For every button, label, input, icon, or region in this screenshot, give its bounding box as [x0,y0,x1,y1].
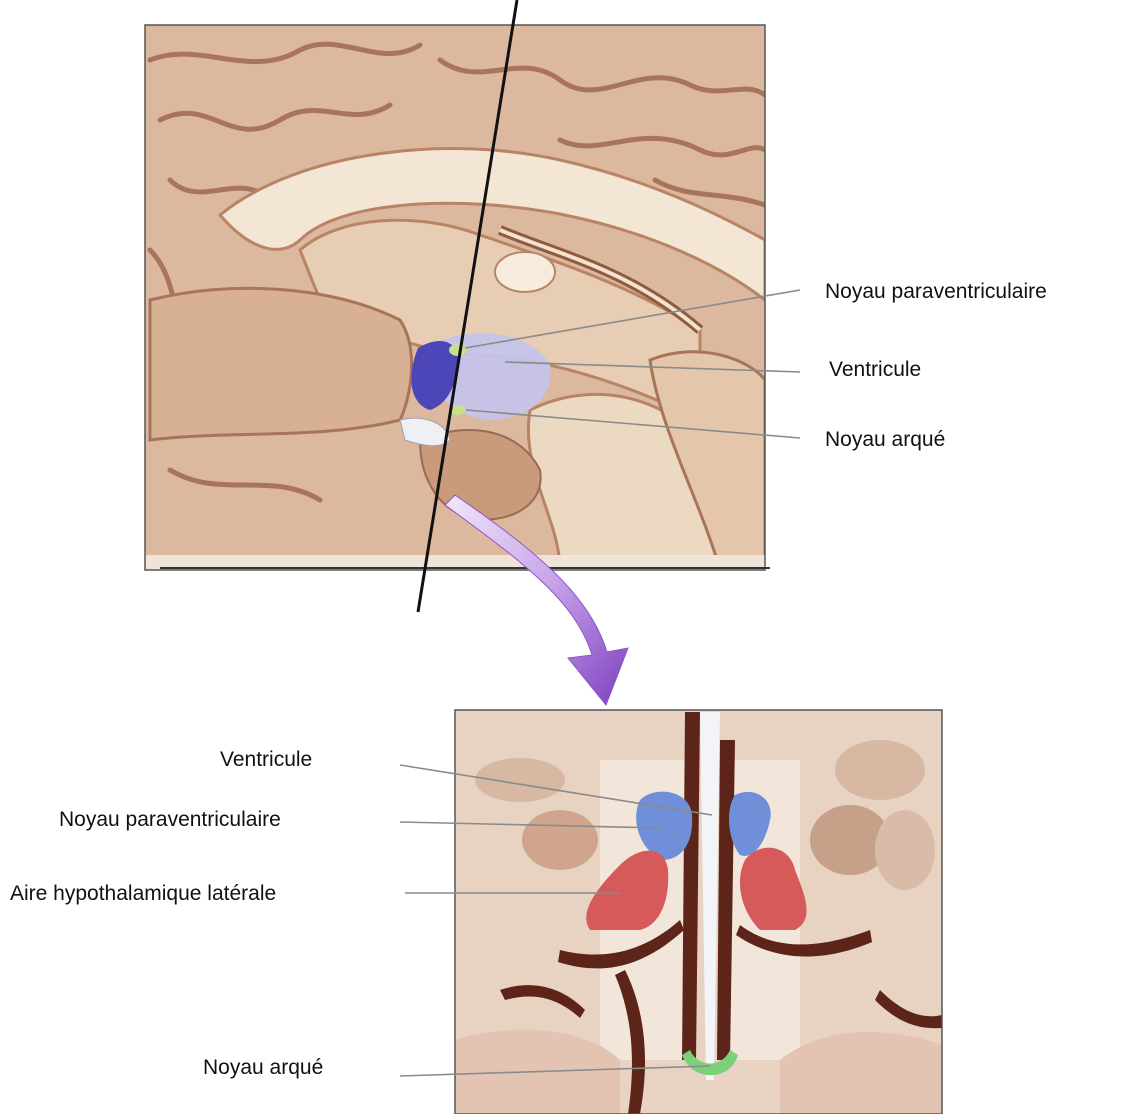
label-cor-ventricle: Ventricule [220,748,312,771]
label-sag-arcuate: Noyau arqué [825,428,945,451]
label-sag-ventricle: Ventricule [829,358,921,381]
coronal-section [455,710,942,1114]
label-cor-lateral-area: Aire hypothalamique latérale [10,882,276,905]
sagittal-brain-section [145,25,765,570]
label-cor-paraventricular: Noyau paraventriculaire [59,808,281,831]
interthalamic-adhesion [495,252,555,292]
paraventricular-nucleus-sagittal [449,344,467,356]
label-sag-paraventricular: Noyau paraventriculaire [825,280,1047,303]
tissue-patch [475,758,565,802]
temporal-lobe [150,288,412,440]
arcuate-nucleus-sagittal [451,405,465,415]
label-cor-arcuate: Noyau arqué [203,1056,323,1079]
